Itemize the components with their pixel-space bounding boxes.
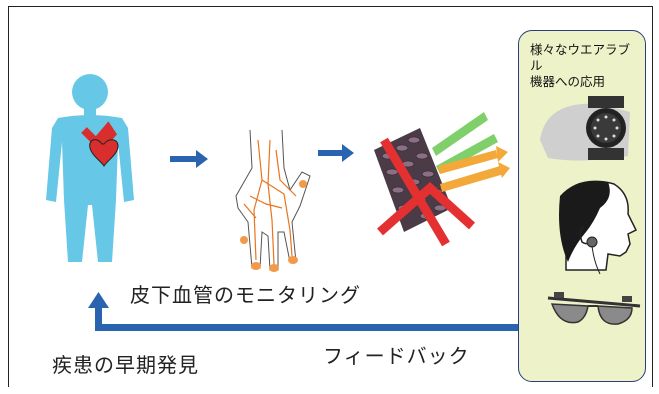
smart-glasses-icon	[548, 292, 640, 324]
arrow-2	[318, 144, 354, 162]
human-body-icon	[46, 74, 134, 262]
hand-veins-icon	[236, 130, 310, 270]
early-detection-label: 疾患の早期発見	[52, 349, 199, 378]
smartwatch-icon	[540, 96, 630, 161]
earphone-head-icon	[559, 181, 636, 274]
arrow-1	[170, 150, 208, 168]
feedback-label: フィードバック	[323, 340, 470, 369]
monitoring-label: 皮下血管のモニタリング	[130, 279, 361, 308]
light-rays-icon	[432, 112, 510, 192]
